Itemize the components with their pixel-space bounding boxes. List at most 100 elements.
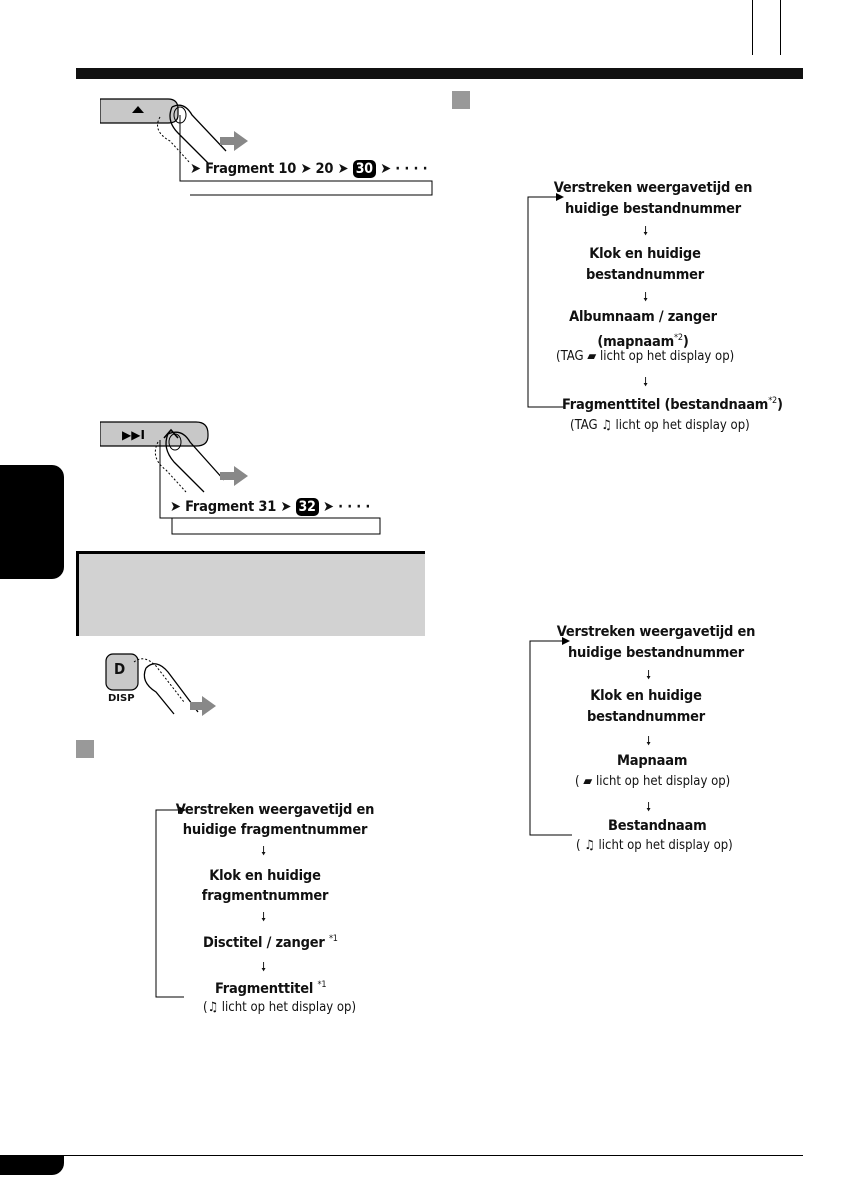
- flow-step-text: Disctitel / zanger: [203, 934, 325, 951]
- flow-step-text: Verstreken weergavetijd en: [556, 624, 756, 640]
- bullet-square: [452, 91, 470, 109]
- flow-step-text: (mapnaam: [597, 333, 674, 350]
- flow-step: Klok en huidige bestandnummer: [555, 244, 735, 286]
- current-fragment-badge: 32: [295, 498, 319, 516]
- bullet-square: [76, 740, 94, 758]
- folder-icon: ▰: [587, 349, 597, 364]
- flow-step-text: bestandnummer: [586, 709, 706, 725]
- flow-note: (TAG ♫ licht op het display op): [570, 418, 750, 433]
- disp-key-label: DISP: [108, 693, 135, 704]
- arrow-right-icon: ➤: [280, 499, 292, 515]
- footer-rule: [0, 1155, 803, 1156]
- flow-note: (♫ licht op het display op): [203, 1000, 356, 1015]
- fragment-step: 20: [315, 161, 334, 177]
- flow-step: Disctitel / zanger *1: [203, 934, 338, 951]
- down-arrow-icon: 🠗: [643, 375, 649, 389]
- flow-note-text: licht op het display op): [598, 838, 733, 853]
- down-arrow-icon: 🠗: [261, 960, 267, 974]
- flow-step-text: huidige bestandnummer: [567, 645, 745, 661]
- down-arrow-icon: 🠗: [646, 800, 652, 814]
- arrow-right-icon: ➤: [337, 161, 349, 177]
- music-note-icon: ♫: [207, 1000, 219, 1015]
- flow-step-text: Verstreken weergavetijd en: [175, 802, 375, 818]
- paren: ): [682, 333, 689, 350]
- current-fragment-badge: 30: [352, 160, 376, 178]
- paren: ): [777, 396, 783, 413]
- flow-step: Fragmenttitel (bestandnaam*2): [562, 396, 783, 413]
- flow-step: Albumnaam / zanger (mapnaam*2): [548, 307, 738, 353]
- continuation-dots: · · · ·: [338, 499, 371, 515]
- footnote-mark: *1: [317, 980, 327, 990]
- disp-button-illustration: [105, 653, 216, 716]
- flow-step: Verstreken weergavetijd en huidige besta…: [551, 622, 761, 664]
- down-arrow-icon: 🠗: [643, 290, 649, 304]
- flow-step: Fragmenttitel *1: [215, 980, 327, 997]
- skip-sequence: ➤ Fragment 31 ➤ 32 ➤ · · · ·: [170, 498, 370, 516]
- folder-icon: ▰: [583, 774, 593, 789]
- continuation-dots: · · · ·: [395, 161, 428, 177]
- flow-step-text: bestandnummer: [585, 267, 705, 283]
- flow-note: ( ♫ licht op het display op): [576, 838, 733, 853]
- flow-note-text: licht op het display op): [596, 774, 731, 789]
- flow-step-text: Bestandnaam: [608, 818, 707, 834]
- flow-step-text: huidige bestandnummer: [564, 201, 742, 217]
- flow-loop: [529, 637, 572, 836]
- flow-note-prefix: (: [576, 838, 581, 853]
- footnote-mark: *1: [328, 934, 338, 944]
- down-arrow-icon: 🠗: [646, 668, 652, 682]
- flow-step-text: Fragmenttitel (bestandnaam: [562, 396, 769, 413]
- arrow-right-icon: ➤: [323, 499, 334, 515]
- arrow-right-icon: ➤: [190, 161, 201, 177]
- loop-line: [159, 440, 381, 535]
- loop-line: [179, 115, 433, 196]
- fragment-label: Fragment 10: [205, 161, 297, 177]
- skip-button-illustration: ▶▶I: [100, 421, 248, 493]
- crop-mark: [752, 0, 753, 55]
- fragment-sequence: ➤ Fragment 10 ➤ 20 ➤ 30 ➤ · · · ·: [190, 160, 428, 178]
- flow-step: Verstreken weergavetijd en huidige besta…: [548, 178, 758, 220]
- down-arrow-icon: 🠗: [261, 910, 267, 924]
- footnote-mark: *2: [768, 396, 778, 406]
- flow-step-text: huidige fragmentnummer: [182, 822, 368, 838]
- flow-note-prefix: (TAG: [556, 349, 584, 364]
- crop-mark: [780, 0, 781, 55]
- flow-step-text: Klok en huidige: [209, 868, 321, 884]
- arrow-right-icon: ➤: [380, 161, 391, 177]
- flow-step-text: Klok en huidige: [589, 246, 701, 262]
- flow-step-text: fragmentnummer: [201, 888, 329, 904]
- flow-note-text: licht op het display op): [221, 1000, 357, 1015]
- arrow-right-icon: ➤: [300, 161, 312, 177]
- fragment-label: Fragment 31: [185, 499, 277, 515]
- flow-loop: [527, 193, 564, 408]
- music-note-icon: ♫: [601, 418, 612, 433]
- page-number-badge: [0, 1155, 64, 1175]
- flow-step: Verstreken weergavetijd en huidige fragm…: [175, 800, 375, 840]
- flow-step-text: Verstreken weergavetijd en: [553, 180, 753, 196]
- flow-step-text: Mapnaam: [617, 753, 688, 769]
- up-button-illustration: [100, 98, 248, 164]
- flow-note-prefix: (: [575, 774, 580, 789]
- flow-step: Mapnaam: [617, 753, 687, 769]
- down-arrow-icon: 🠗: [261, 844, 267, 858]
- flow-step-text: Klok en huidige: [590, 688, 702, 704]
- header-bar: [76, 68, 803, 79]
- flow-note-text: licht op het display op): [615, 418, 750, 433]
- flow-step: Klok en huidige bestandnummer: [556, 686, 736, 728]
- paren: (: [203, 1000, 208, 1015]
- flow-note: (TAG ▰ licht op het display op): [556, 349, 734, 364]
- down-arrow-icon: 🠗: [646, 734, 652, 748]
- arrow-right-icon: ➤: [170, 499, 181, 515]
- flow-step-text: Fragmenttitel: [215, 980, 314, 997]
- disp-key-letter: D: [114, 660, 126, 678]
- flow-step-text: Albumnaam / zanger: [569, 309, 717, 325]
- flow-note-text: licht op het display op): [599, 349, 735, 364]
- music-note-icon: ♫: [584, 838, 595, 853]
- flow-note: ( ▰ licht op het display op): [575, 774, 730, 789]
- section-header-box: [76, 551, 425, 636]
- footnote-mark: *2: [674, 333, 683, 343]
- down-arrow-icon: 🠗: [643, 224, 649, 238]
- flow-note-prefix: (TAG: [570, 418, 598, 433]
- flow-step: Klok en huidige fragmentnummer: [175, 866, 355, 906]
- svg-text:▶▶I: ▶▶I: [122, 428, 145, 442]
- side-tab: [0, 465, 64, 579]
